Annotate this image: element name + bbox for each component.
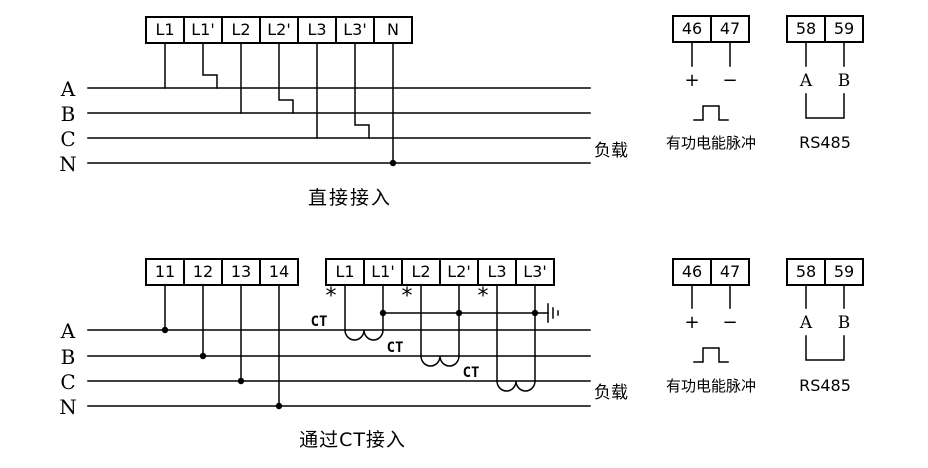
rs485-terminal-block-bottom: 58 59 xyxy=(786,258,864,286)
pulse-output-label-bottom: 有功电能脉冲 xyxy=(665,377,756,395)
rs485-bus-icon-bottom xyxy=(805,335,845,361)
earth-ground-icon xyxy=(547,303,559,323)
pulse-terminal-block-top: 46 47 xyxy=(672,15,750,43)
pulse-terminal-stubs-bottom xyxy=(691,285,731,309)
rs485-terminal-stubs-bottom xyxy=(805,285,845,309)
terminal-59: 59 xyxy=(833,19,855,38)
terminal-14: 14 xyxy=(268,262,290,281)
rs485-line-a-label-bottom: A xyxy=(799,313,813,333)
direct-terminal-block: L1 L1' L2 L2' L3 L3' N xyxy=(145,16,413,44)
terminal-n: N xyxy=(387,20,399,39)
ct-caption: 通过CT接入 xyxy=(299,429,406,451)
terminal-l1-prime: L1' xyxy=(185,18,223,42)
phase-label-b-ct: B xyxy=(60,345,76,369)
direct-caption: 直接接入 xyxy=(307,187,392,209)
rs485-terminal-stubs-top xyxy=(805,42,845,67)
pulse-plus-label-bottom: + xyxy=(684,312,700,333)
pulse-terminal-block-bottom: 46 47 xyxy=(672,258,750,286)
terminal-l2-ct: L2 xyxy=(403,260,441,284)
ct-polarity-mark-a: * xyxy=(325,284,337,309)
square-wave-icon-bottom xyxy=(693,347,729,363)
ct-label-a: CT xyxy=(310,314,328,330)
terminal-l3-ct: L3 xyxy=(479,260,517,284)
direct-phase-lines xyxy=(87,87,591,164)
ct-label-b: CT xyxy=(386,340,404,356)
terminal-12: 12 xyxy=(185,260,223,284)
ct-coil-icons xyxy=(344,329,536,392)
terminal-58: 58 xyxy=(788,260,826,284)
direct-terminal-drops xyxy=(164,43,397,167)
pulse-terminal-stubs-top xyxy=(691,42,731,67)
terminal-l2-prime: L2' xyxy=(261,18,299,42)
pulse-minus-label-top: − xyxy=(722,70,738,91)
terminal-13: 13 xyxy=(223,260,261,284)
ct-voltage-terminal-block: 11 12 13 14 xyxy=(145,258,299,286)
terminal-l3-prime: L3' xyxy=(337,18,375,42)
phase-label-a-ct: A xyxy=(60,319,76,343)
junction-dot xyxy=(389,159,397,167)
terminal-l2: L2 xyxy=(223,18,261,42)
terminal-l1-prime-ct: L1' xyxy=(365,260,403,284)
terminal-l3-prime-ct: L3' xyxy=(523,262,547,281)
load-label-direct: 负载 xyxy=(594,141,628,161)
square-wave-icon-top xyxy=(693,105,729,121)
terminal-11: 11 xyxy=(147,260,185,284)
terminal-59: 59 xyxy=(833,262,855,281)
phase-label-n-ct: N xyxy=(59,395,77,419)
ct-current-terminal-block: L1 L1' L2 L2' L3 L3' xyxy=(325,258,555,286)
pulse-plus-label-top: + xyxy=(684,70,700,91)
rs485-label-top: RS485 xyxy=(799,133,851,152)
ct-secondary-drops xyxy=(344,285,536,382)
ct-label-c: CT xyxy=(462,365,480,381)
phase-label-c-direct: C xyxy=(60,127,76,151)
terminal-l3: L3 xyxy=(299,18,337,42)
terminal-58: 58 xyxy=(788,17,826,41)
terminal-47: 47 xyxy=(719,262,741,281)
terminal-46: 46 xyxy=(674,17,712,41)
rs485-label-bottom: RS485 xyxy=(799,376,851,395)
terminal-l1-ct: L1 xyxy=(327,260,365,284)
rs485-line-a-label-top: A xyxy=(799,71,813,91)
rs485-line-b-label-bottom: B xyxy=(837,313,851,333)
phase-label-c-ct: C xyxy=(60,370,76,394)
pulse-output-label-top: 有功电能脉冲 xyxy=(665,134,756,152)
pulse-minus-label-bottom: − xyxy=(722,312,738,333)
ct-polarity-mark-c: * xyxy=(477,284,489,309)
phase-label-a-direct: A xyxy=(60,77,76,101)
terminal-l1: L1 xyxy=(147,18,185,42)
terminal-l2-prime-ct: L2' xyxy=(441,260,479,284)
terminal-46: 46 xyxy=(674,260,712,284)
voltage-terminal-drops xyxy=(161,285,283,410)
phase-label-n-direct: N xyxy=(59,152,77,176)
ground-bus xyxy=(379,309,549,317)
load-label-ct: 负载 xyxy=(594,383,628,403)
ct-polarity-mark-b: * xyxy=(401,284,413,309)
terminal-47: 47 xyxy=(719,19,741,38)
rs485-line-b-label-top: B xyxy=(837,71,851,91)
rs485-terminal-block-top: 58 59 xyxy=(786,15,864,43)
phase-label-b-direct: B xyxy=(60,102,76,126)
rs485-bus-icon-top xyxy=(805,93,845,119)
ct-phase-lines xyxy=(87,329,591,407)
